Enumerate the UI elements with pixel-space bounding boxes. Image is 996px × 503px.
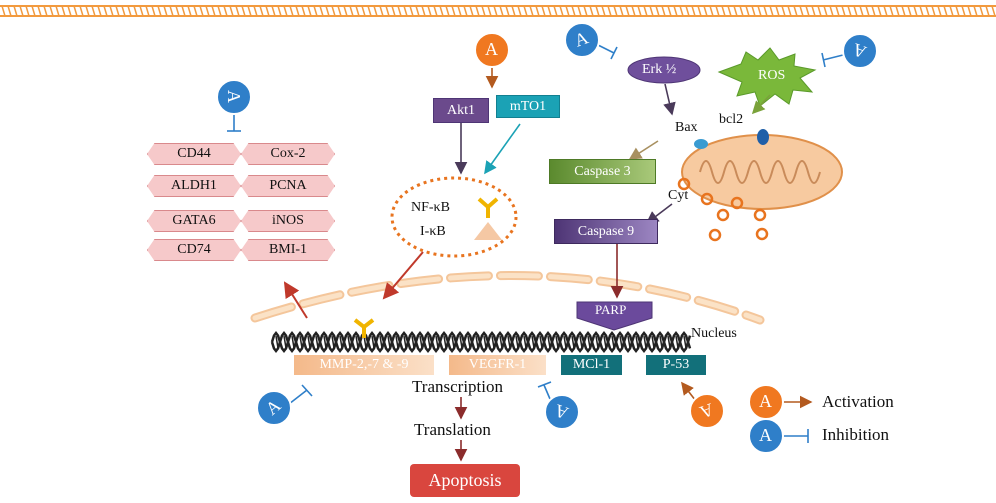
erk-node bbox=[627, 56, 701, 84]
gene-vegfr1: VEGFR-1 bbox=[449, 355, 546, 375]
legend-activation-label: Activation bbox=[822, 392, 894, 411]
ros-burst bbox=[717, 47, 817, 107]
legend-inhibition-badge-letter: A bbox=[759, 425, 772, 445]
apoptosis-node: Apoptosis bbox=[410, 464, 520, 497]
marker-bmi1: BMI-1 bbox=[241, 239, 335, 261]
erk-label: Erk ½ bbox=[642, 62, 677, 77]
parp-node bbox=[576, 301, 653, 331]
pathway-arrows bbox=[283, 65, 813, 462]
badge-letter-activator-mto: A bbox=[485, 39, 498, 59]
translation-label: Translation bbox=[414, 420, 491, 439]
bax-label: Bax bbox=[675, 120, 698, 135]
nfkb-complex-boundary bbox=[390, 176, 518, 258]
marker-cd74: CD74 bbox=[147, 239, 241, 261]
marker-cox2: Cox-2 bbox=[241, 143, 335, 165]
nfkb-label: NF-κB bbox=[411, 200, 450, 215]
nucleus-label: Nucleus bbox=[691, 326, 737, 341]
legend-inhibition-label: Inhibition bbox=[822, 425, 890, 444]
nfkb-dna-binding-symbol bbox=[353, 318, 375, 338]
mitochondrion bbox=[681, 129, 843, 210]
ikb-label: I-κB bbox=[420, 224, 446, 239]
nfkb-y-symbol bbox=[477, 197, 499, 218]
bcl2-label: bcl2 bbox=[719, 112, 744, 127]
bcl2-channel-left bbox=[694, 139, 708, 149]
badge-letter-inhibitor-markers: A bbox=[224, 90, 244, 103]
bcl2-channel-right bbox=[757, 129, 769, 145]
marker-gata6: GATA6 bbox=[147, 210, 241, 232]
akt1-node: Akt1 bbox=[433, 98, 489, 123]
cell-membrane bbox=[0, 5, 996, 17]
gene-mmp: MMP-2,-7 & -9 bbox=[294, 355, 434, 375]
ikb-triangle bbox=[474, 222, 502, 240]
marker-inos: iNOS bbox=[241, 210, 335, 232]
badge-circles bbox=[216, 22, 878, 454]
cyt-label: Cyt bbox=[668, 188, 689, 203]
parp-label: PARP bbox=[595, 302, 627, 317]
gene-p53: P-53 bbox=[646, 355, 706, 375]
ros-label: ROS bbox=[758, 68, 786, 83]
inhibition-lines bbox=[227, 44, 844, 443]
transcription-label: Transcription bbox=[412, 377, 503, 396]
dna-helix bbox=[270, 330, 692, 354]
marker-aldh1: ALDH1 bbox=[147, 175, 241, 197]
legend-activation-badge-letter: A bbox=[759, 391, 772, 411]
cytochrome-c-rings bbox=[677, 177, 769, 242]
marker-cd44: CD44 bbox=[147, 143, 241, 165]
marker-pcna: PCNA bbox=[241, 175, 335, 197]
gene-mcl1: MCl-1 bbox=[561, 355, 622, 375]
mto1-node: mTO1 bbox=[496, 95, 560, 118]
caspase3-node: Caspase 3 bbox=[549, 159, 656, 184]
caspase9-node: Caspase 9 bbox=[554, 219, 658, 244]
